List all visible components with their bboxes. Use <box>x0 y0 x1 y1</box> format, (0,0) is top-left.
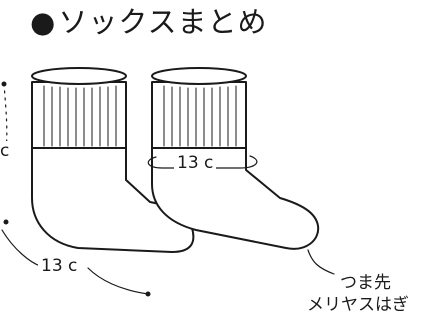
toe-note-line2: メリヤスはぎ <box>307 295 409 315</box>
left-sock-opening <box>31 67 127 85</box>
right-cuff-ribbing <box>163 85 237 147</box>
right-sock-cuff <box>151 81 247 149</box>
left-measure-dot-bottom <box>3 219 9 225</box>
ankle-measure-label: 13 c <box>174 153 217 173</box>
page-title: ●ソックスまとめ <box>30 2 267 42</box>
left-cuff-ribbing <box>43 85 117 147</box>
title-bullet: ● <box>30 5 57 39</box>
left-measure-line <box>3 83 8 151</box>
left-measure-label: c <box>0 141 10 161</box>
sole-measure-line <box>1 229 149 295</box>
title-text: ソックスまとめ <box>58 5 268 39</box>
right-sock-opening <box>151 67 247 85</box>
toe-leader-line <box>307 249 335 275</box>
right-sock-body <box>151 147 320 250</box>
toe-note-line1: つま先 <box>340 273 391 293</box>
sole-measure-label: 13 c <box>38 256 81 276</box>
left-sock-cuff <box>31 81 127 149</box>
sole-measure-dot <box>145 291 151 297</box>
left-measure-dot-top <box>1 81 7 87</box>
